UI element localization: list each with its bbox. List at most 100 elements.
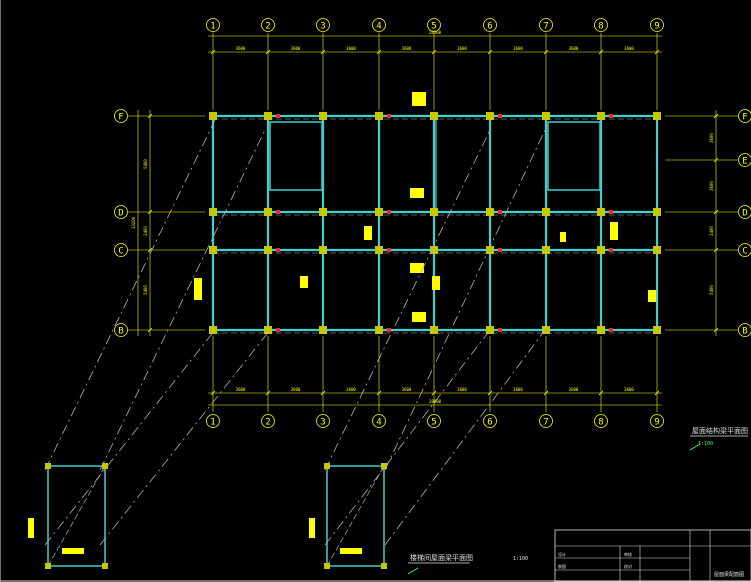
axis-bubble-right-E [738,153,751,167]
bottom-spacing-2: 3600 [346,387,356,392]
axis-bubble-bottom-8 [594,414,608,428]
rebar-mark-1-1 [276,210,280,214]
column-4-2 [430,246,438,254]
projection-lines [44,119,546,546]
axis-label-left-F: F [118,113,123,123]
annotation-tag-4 [410,263,424,273]
rebar-mark-7-0 [609,114,613,118]
axis-bubble-top-4 [372,18,386,32]
column-1-1 [264,208,272,216]
axis-bubble-left-D [114,205,128,219]
axis-bubble-top-7 [539,18,553,32]
axis-bubble-bottom-9 [650,414,664,428]
axis-bubble-top-2 [261,18,275,32]
axis-bubble-bottom-7 [539,414,553,428]
top-spacing-7: 3600 [624,46,634,51]
title-row-3: 审核 [624,551,632,557]
right-spacing-3: 5400 [709,285,714,295]
axis-label-bottom-3: 3 [320,418,325,428]
rebar-mark-1-3 [276,328,280,332]
axis-bubble-top-9 [650,18,664,32]
axis-bubble-bottom-3 [316,414,330,428]
column-7-2 [597,246,605,254]
column-7-0 [597,112,605,120]
axis-label-top-1: 1 [210,22,215,32]
column-7-3 [597,326,605,334]
axis-bubble-left-B [114,323,128,337]
title-row-1: 设计 [558,551,566,557]
main-plan-title: 屋面结构梁平面图 1:100 [689,426,748,451]
bottom-spacing-0: 3600 [236,387,246,392]
axis-bubble-top-6 [483,18,497,32]
annotation-tag-5 [300,276,308,288]
column-3-3 [375,326,383,334]
annotation-tag-6 [432,276,440,290]
rebar-mark-7-3 [609,328,613,332]
column-1-0 [264,112,272,120]
left-spacing-1: 2400 [143,226,148,236]
title-row-2: 制图 [558,563,566,569]
left-total-text: 13200 [131,216,136,229]
rebar-mark-7-2 [609,248,613,252]
rebar-mark-5-0 [498,114,502,118]
top-total-text: 28800 [429,30,442,35]
column-5-2 [486,246,494,254]
column-5-3 [486,326,494,334]
axis-label-bottom-2: 2 [265,418,270,428]
axis-label-top-8: 8 [598,22,603,32]
axis-label-top-3: 3 [320,22,325,32]
bottom-spacing-5: 3600 [513,387,523,392]
axis-label-right-F: F [742,113,747,123]
axis-bubble-left-F [114,109,128,123]
annotation-tag-0 [412,92,426,106]
column-8-3 [653,326,661,334]
axis-label-left-C: C [118,247,123,257]
bottom-spacing-1: 3600 [291,387,301,392]
top-spacing-0: 3600 [236,46,246,51]
column-0-1 [209,208,217,216]
column-8-0 [653,112,661,120]
column-3-2 [375,246,383,254]
column-1-2 [264,246,272,254]
column-2-1 [319,208,327,216]
rebar-mark-5-3 [498,328,502,332]
column-6-2 [542,246,550,254]
axis-label-right-D: D [742,209,747,219]
axis-bubble-left-C [114,243,128,257]
top-spacing-1: 3600 [291,46,301,51]
axis-grid-lines [128,33,738,412]
annotation-tag-1 [410,188,424,198]
rebar-mark-3-3 [387,328,391,332]
detail-plan-title-text: 楼梯间屋面梁平面图 [410,553,473,562]
axis-bubble-top-8 [594,18,608,32]
column-2-3 [319,326,327,334]
annotation-tag-7 [610,222,618,240]
axis-bubble-right-C [738,243,751,257]
stair-opening-left [269,121,323,191]
rebar-mark-5-1 [498,210,502,214]
bottom-spacing-7: 3600 [624,387,634,392]
axis-label-top-9: 9 [654,22,659,32]
axis-bubble-bottom-2 [261,414,275,428]
stair-detail-right [309,463,387,569]
column-8-1 [653,208,661,216]
stair-opening-right [547,121,601,191]
annotation-tag-2 [364,226,372,240]
axis-label-top-5: 5 [431,22,436,32]
title-row-4: 校对 [624,563,632,569]
column-4-0 [430,112,438,120]
column-5-1 [486,208,494,216]
bottom-spacing-3: 3600 [402,387,412,392]
stair-detail-left [28,463,108,569]
axis-bubble-top-5 [427,18,441,32]
main-plan-beams [194,92,661,334]
annotation-tag-8 [560,232,566,242]
left-spacing-2: 5400 [143,285,148,295]
axis-bubble-top-3 [316,18,330,32]
column-0-0 [209,112,217,120]
